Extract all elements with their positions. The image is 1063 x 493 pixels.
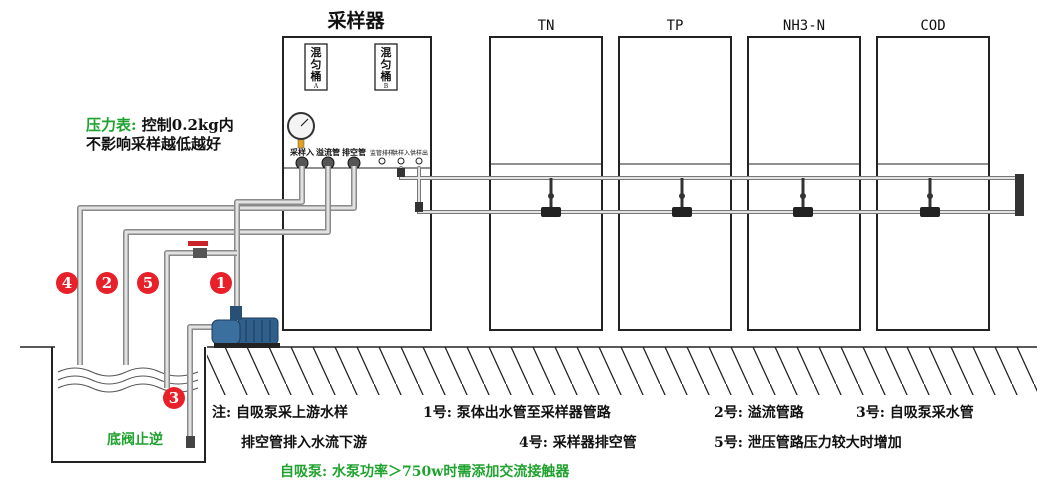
analyzer-label-tn: TN: [538, 18, 555, 34]
branch-valves: [541, 178, 940, 217]
pump-note: 自吸泵: 水泵功率＞750w时需添加交流接触器: [280, 464, 570, 480]
marker-3: 3: [163, 387, 185, 409]
port-supply-in: [397, 157, 405, 165]
svg-text:4: 4: [62, 274, 72, 292]
port-label-sampling-inlet: 采样入: [289, 147, 314, 157]
bucket-b-label: 混 匀 桶 B: [380, 45, 392, 90]
relief-valve: [188, 241, 208, 258]
branch-valve-tp: [672, 178, 692, 217]
note-5: 4号: 采样器排空管: [519, 435, 637, 451]
branch-valve-nh3n: [793, 178, 813, 217]
pressure-note-label: 压力表:: [86, 116, 137, 134]
port-monitor: [378, 157, 386, 165]
analyzer-tp: [618, 36, 732, 331]
bucket-b-char-3: 桶: [380, 69, 392, 83]
bucket-b-char-2: 匀: [381, 57, 392, 71]
analyzer-label-tp: TP: [667, 18, 684, 34]
branch-valve-cod: [920, 178, 940, 217]
supply-loop-pipe: [397, 166, 1024, 216]
bucket-a-char-2: 匀: [311, 57, 322, 71]
port-labels: 采样入 溢流管 排空管 监管排样 供样入 供样出: [289, 147, 428, 157]
note-3: 3号: 自吸泵采水管: [856, 405, 974, 421]
marker-4: 4: [56, 272, 78, 294]
svg-text:1: 1: [216, 274, 226, 292]
bucket-a-char-1: 混: [311, 45, 322, 59]
analyzer-tn: [489, 36, 603, 331]
note-1: 1号: 泵体出水管至采样器管路: [423, 405, 611, 421]
svg-text:5: 5: [143, 274, 153, 292]
foot-check-valve: [186, 436, 195, 448]
pressure-note-line1: 压力表: 控制0.2kg内: [86, 114, 234, 135]
bucket-b-tag: B: [384, 83, 389, 90]
marker-2: 2: [96, 272, 118, 294]
port-label-overflow: 溢流管: [316, 147, 340, 157]
mixing-bucket-b: [374, 43, 398, 91]
bucket-b-char-1: 混: [381, 45, 392, 59]
pressure-note-line2: 不影响采样越低越好: [86, 135, 222, 153]
note-4: 排空管排入水流下游: [241, 435, 367, 451]
note-6: 5号: 泄压管路压力较大时增加: [714, 435, 902, 451]
analyzer-label-cod: COD: [920, 18, 945, 34]
port-supply-out: [415, 157, 423, 165]
pipe-markers: 4 2 5 1 3: [56, 272, 232, 409]
self-priming-pump: [211, 306, 280, 348]
analyzer-label-nh3n: NH3-N: [783, 18, 825, 34]
pressure-note-text: 控制0.2kg内: [141, 116, 234, 134]
marker-5: 5: [137, 272, 159, 294]
branch-valve-tn: [541, 178, 561, 217]
port-label-supply-in: 供样入: [392, 149, 410, 157]
port-label-drain: 排空管: [342, 147, 366, 157]
note-0: 注: 自吸泵采上游水样: [212, 405, 349, 421]
bucket-a-tag: A: [313, 83, 319, 90]
svg-text:2: 2: [102, 274, 112, 292]
foot-valve-label: 底阀止逆: [107, 432, 163, 448]
pressure-gauge: [287, 112, 315, 149]
sampler-cabinet: [282, 36, 432, 331]
analyzer-cabinets: [489, 36, 990, 331]
port-label-supply-out: 供样出: [410, 149, 428, 157]
svg-text:3: 3: [169, 389, 179, 407]
analyzer-cod: [876, 36, 990, 331]
sampler-title: 采样器: [327, 9, 385, 32]
mixing-bucket-a: [304, 43, 328, 91]
note-2: 2号: 溢流管路: [714, 405, 804, 421]
bucket-a-char-3: 桶: [310, 69, 322, 83]
ground: [20, 346, 1037, 395]
marker-1: 1: [210, 272, 232, 294]
bucket-a-label: 混 匀 桶 A: [310, 45, 322, 90]
port-label-monitor: 监管排样: [370, 149, 394, 157]
